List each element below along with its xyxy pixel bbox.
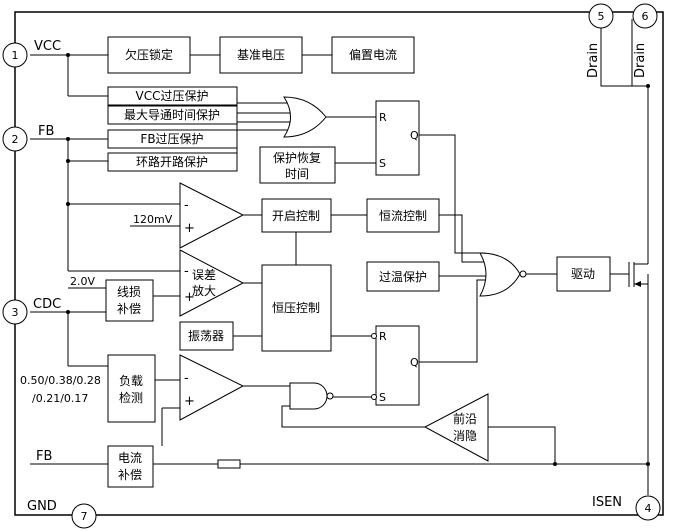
block-otp: 过温保护 [366,261,440,292]
svg-text:保护恢复: 保护恢复 [273,151,321,165]
svg-text:检测: 检测 [119,390,143,405]
svg-text:时间: 时间 [285,167,309,181]
svg-text:1: 1 [12,49,19,62]
svg-text:2: 2 [12,133,19,146]
current-comparator: - + [179,354,245,421]
svg-text:R: R [379,330,387,343]
svg-text:开启控制: 开启控制 [272,209,320,223]
ref-load-line2: /0.21/0.17 [32,392,88,405]
svg-text:恒压控制: 恒压控制 [272,301,320,315]
svg-text:基准电压: 基准电压 [237,48,285,62]
svg-text:ISEN: ISEN [592,495,622,510]
svg-text:驱动: 驱动 [571,267,595,281]
svg-text:FB过压保护: FB过压保护 [140,132,203,146]
block-bias: 偏置电流 [331,36,415,74]
svg-text:S: S [379,391,386,404]
svg-text:Drain: Drain [586,43,601,78]
svg-text:前沿: 前沿 [453,411,477,426]
sense-resistor [217,459,241,469]
svg-text:R: R [379,111,387,124]
block-cv-control: 恒压控制 [261,264,332,352]
svg-text:最大导通时间保护: 最大导通时间保护 [124,108,220,122]
svg-text:Q: Q [410,356,419,369]
or-gate-protection [283,96,327,138]
svg-text:过温保护: 过温保护 [379,270,427,284]
block-recovery-time: 保护恢复 时间 [259,146,336,184]
svg-text:欠压锁定: 欠压锁定 [125,47,173,62]
svg-text:补偿: 补偿 [118,467,142,482]
chip-outline [14,11,664,516]
pin-4-isen: 4 ISEN [592,495,661,521]
block-cc-control: 恒流控制 [366,198,440,233]
block-vref: 基准电压 [219,36,303,74]
block-driver: 驱动 [556,256,611,292]
svg-text:6: 6 [642,10,649,23]
svg-text:振荡器: 振荡器 [188,329,224,343]
pin-3-cdc: 3 CDC [2,297,61,325]
svg-text:-: - [184,371,189,386]
junction-dots [66,53,650,466]
sr-latch-pwm: R Q S [371,325,420,406]
svg-text:+: + [184,290,195,305]
svg-text:S: S [379,157,386,170]
block-vcc-ovp: VCC过压保护 [107,86,238,106]
ref-2v: 2.0V [70,275,95,288]
ref-load-line1: 0.50/0.38/0.28 [20,374,101,387]
pin-2-fb: 2 FB [2,124,54,152]
svg-text:GND: GND [27,499,57,514]
svg-text:负载: 负载 [119,374,143,388]
svg-text:环路开路保护: 环路开路保护 [136,154,208,169]
svg-text:3: 3 [12,306,19,319]
sr-latch-protection: R Q S [375,100,420,176]
svg-text:VCC过压保护: VCC过压保护 [136,89,209,103]
block-fb-ovp: FB过压保护 [107,129,238,149]
block-line-compensation: 线损 补偿 [105,279,154,322]
nand-gate [289,382,334,410]
svg-text:+: + [184,394,195,409]
error-amplifier: - + 误差 放大 [179,249,245,317]
svg-text:放大: 放大 [192,283,216,298]
ref-120mv: 120mV [133,213,173,226]
pin-6-drain: 6 Drain [632,3,658,78]
svg-text:电流: 电流 [118,451,142,465]
svg-text:偏置电流: 偏置电流 [349,47,397,62]
svg-text:消隐: 消隐 [453,429,477,443]
svg-text:VCC: VCC [34,39,61,54]
pin-7-gnd: 7 GND [27,499,97,529]
svg-text:4: 4 [645,502,652,515]
startup-comparator: - + [179,182,245,249]
svg-text:误差: 误差 [192,268,216,282]
block-load-detect: 负载 检测 [107,354,156,423]
svg-text:FB: FB [38,124,54,139]
svg-text:恒流控制: 恒流控制 [379,209,427,223]
block-startup-control: 开启控制 [261,198,332,233]
svg-text:+: + [184,221,195,236]
svg-text:CDC: CDC [33,297,61,312]
block-leading-edge-blanking: 前沿 消隐 [423,393,489,462]
mosfet-icon [628,262,649,287]
svg-text:-: - [184,264,189,279]
pin-1-vcc: 1 VCC [2,39,61,68]
block-loop-open: 环路开路保护 [107,152,238,172]
output-gate [479,252,527,297]
block-current-compensation: 电流 补偿 [107,445,154,488]
block-max-on-time: 最大导通时间保护 [107,105,238,125]
pin-5-drain: 5 Drain [586,3,614,78]
fb-lower-label: FB [36,449,52,464]
svg-text:7: 7 [81,510,88,523]
svg-text:Drain: Drain [633,43,648,78]
svg-text:线损: 线损 [117,285,141,299]
block-oscillator: 振荡器 [179,321,234,351]
svg-text:5: 5 [598,10,605,23]
block-uvlo: 欠压锁定 [107,36,191,74]
svg-text:补偿: 补偿 [117,301,141,316]
svg-text:-: - [184,198,189,213]
svg-text:Q: Q [410,129,419,142]
